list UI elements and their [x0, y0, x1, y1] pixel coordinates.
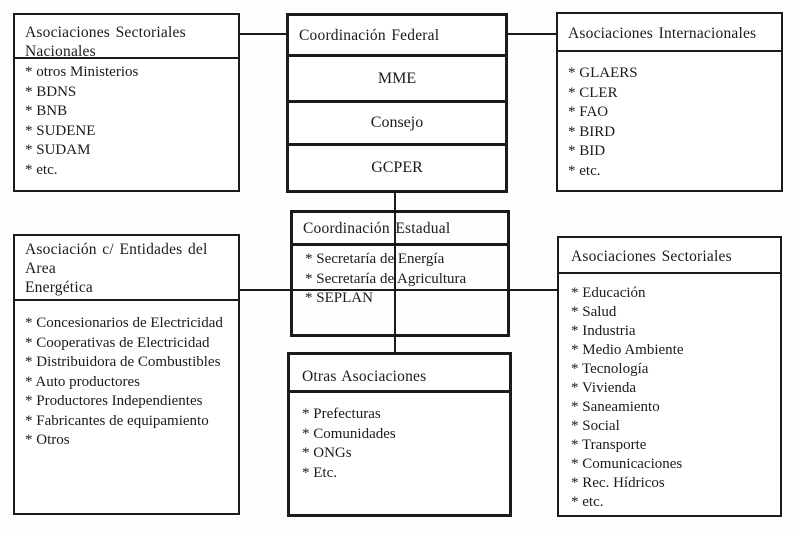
list-item: * Cooperativas de Electricidad [25, 334, 210, 351]
list-item: * Comunidades [302, 425, 396, 442]
node-title: Asociaciones Sectoriales [559, 238, 780, 274]
list-item: * BDNS [25, 83, 77, 100]
item-list: * Concesionarios de Electricidad * Cooper… [15, 301, 238, 451]
list-item: * Salud [571, 304, 617, 320]
list-item: Energética [25, 279, 93, 296]
item-list: * Educación * Salud * Industria * Medio Amb… [559, 274, 780, 512]
connector-energetica-estadual-sectoriales [238, 289, 559, 291]
node-coordinacion-federal: Coordinación Federal MME Consejo GCPER [286, 13, 508, 193]
node-title: Otras Asociaciones [290, 355, 509, 393]
federal-row-consejo: Consejo [289, 103, 505, 146]
federal-row-gcper: GCPER [371, 159, 423, 176]
list-item: * GLAERS [568, 65, 638, 81]
list-item: * etc. [571, 494, 604, 510]
list-item: * Educación [571, 285, 646, 301]
node-title: Asociaciones Internacionales [558, 14, 781, 52]
node-coordinacion-estadual: Coordinación Estadual * Secretaría de En… [290, 210, 510, 337]
node-asociaciones-internacionales: Asociaciones Internacionales * GLAERS * C… [556, 12, 783, 192]
node-otras-asociaciones: Otras Asociaciones * Prefecturas * Comuni… [287, 352, 512, 517]
connector-federal-estadual-otras [394, 191, 396, 354]
list-item: * Social [571, 418, 620, 434]
list-item: * Distribuidora de Combustibles [25, 354, 221, 370]
list-item: * Transporte [571, 437, 647, 453]
list-item: * BIRD [568, 123, 616, 140]
title-strike-rule [15, 57, 238, 59]
list-item: Asociación c/ Entidades del Area [25, 241, 208, 277]
list-item: * Vivienda [571, 380, 637, 396]
item-list: * Secretaría de Energía * Secretaría de A… [293, 246, 507, 309]
list-item: Nacionales [25, 43, 96, 60]
list-item: * SUDENE [25, 122, 96, 139]
list-item: * SEPLAN [305, 290, 373, 306]
list-item: * Industria [571, 323, 636, 339]
list-item: * Tecnología [571, 361, 649, 377]
list-item: * etc. [568, 162, 601, 179]
list-item: * etc. [25, 161, 58, 178]
list-item: * otros Ministerios [25, 64, 139, 80]
connector-federal-internacionales [506, 33, 558, 35]
list-item: * Saneamiento [571, 399, 660, 415]
list-item: * Concesionarios de Electricidad [25, 315, 223, 331]
list-item: * Medio Ambiente [571, 342, 684, 358]
federal-row-mme: MME [289, 57, 505, 103]
list-item: * Etc. [302, 464, 337, 481]
list-item: * Prefecturas [302, 406, 381, 422]
node-title: Coordinación Federal [289, 16, 505, 57]
node-title: Coordinación Estadual [293, 213, 507, 246]
list-item: * SUDAM [25, 142, 91, 158]
item-list: * Prefecturas * Comunidades * ONGs * Etc. [290, 393, 509, 483]
list-item: * Auto productores [25, 373, 140, 390]
list-item: * ONGs [302, 445, 352, 461]
list-item: * BNB [25, 103, 68, 119]
list-item: * BID [568, 143, 606, 159]
item-list: * GLAERS * CLER * FAO * BIRD * BID * etc. [558, 52, 781, 181]
list-item: * Comunicaciones [571, 456, 683, 472]
list-item: * CLER [568, 84, 618, 101]
list-item: * Secretaría de Energía [305, 251, 445, 267]
list-item: Asociaciones Sectoriales [25, 24, 186, 41]
list-item: * Fabricantes de equipamiento [25, 412, 209, 429]
list-item: * Secretaría de Agricultura [305, 270, 467, 287]
list-item: * FAO [568, 104, 609, 120]
item-list: * otros Ministerios * BDNS * BNB * SUDENE * … [25, 63, 138, 180]
list-item: * Productores Independientes [25, 393, 203, 409]
list-item: * Otros [25, 432, 70, 448]
node-asociaciones-sectoriales: Asociaciones Sectoriales * Educación * Sa… [557, 236, 782, 517]
list-item: * Rec. Hídricos [571, 475, 665, 491]
connector-nacionales-federal [238, 33, 288, 35]
